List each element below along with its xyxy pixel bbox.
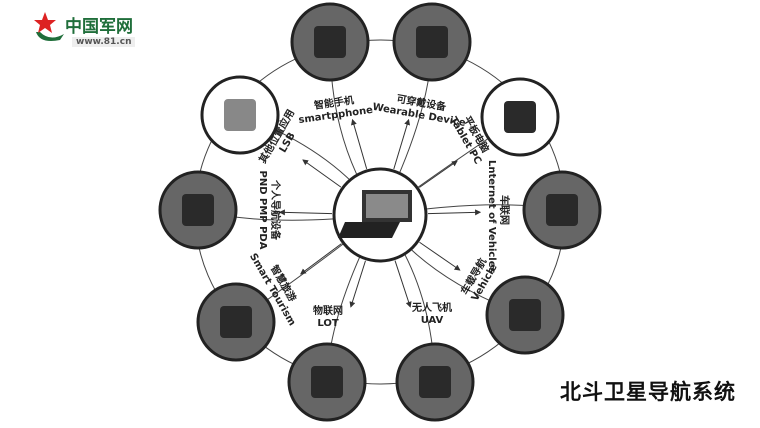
arrow (302, 159, 342, 188)
node-iov (522, 170, 602, 250)
label-zh: 物联网 (313, 306, 343, 317)
laptop-icon (504, 101, 536, 133)
node-uav (395, 342, 475, 422)
logo (30, 10, 66, 50)
drone-icon (419, 366, 451, 398)
handheld-device-icon (182, 194, 214, 226)
label-en: LOT (317, 318, 339, 329)
node-lsb (200, 75, 280, 155)
arrow (427, 209, 482, 216)
node-pnd (158, 170, 238, 250)
tablet-laptop-icon (338, 190, 412, 238)
label-zh: 无人飞机 (412, 303, 452, 314)
node-tablet (480, 77, 560, 157)
vending-machine-icon (311, 366, 343, 398)
logo-name: 中国军网 (65, 17, 133, 37)
node-vehicle (485, 275, 565, 355)
arrow (278, 209, 333, 216)
arrow (419, 160, 458, 188)
node-wearable (392, 2, 472, 82)
center-node (332, 167, 428, 263)
arrow (419, 241, 461, 271)
star-emblem-icon (34, 12, 64, 41)
label-en: UAV (420, 315, 444, 326)
smartwatch-icon (416, 26, 448, 58)
car-dashboard-icon (546, 194, 578, 226)
smartphone-icon (314, 26, 346, 58)
diagram-title: 北斗卫星导航系统 (560, 380, 736, 404)
arrow (349, 260, 366, 308)
scenic-map-icon (220, 306, 252, 338)
location-pin-icon (224, 99, 256, 131)
arrow (394, 260, 412, 308)
car-navigator-icon (509, 299, 541, 331)
logo-url: www.81.cn (72, 37, 136, 47)
node-lot (287, 342, 367, 422)
arrow (393, 118, 411, 170)
arrow (299, 243, 342, 275)
arrow (351, 118, 368, 170)
node-tourism (196, 282, 276, 362)
node-smartphone (290, 2, 370, 82)
